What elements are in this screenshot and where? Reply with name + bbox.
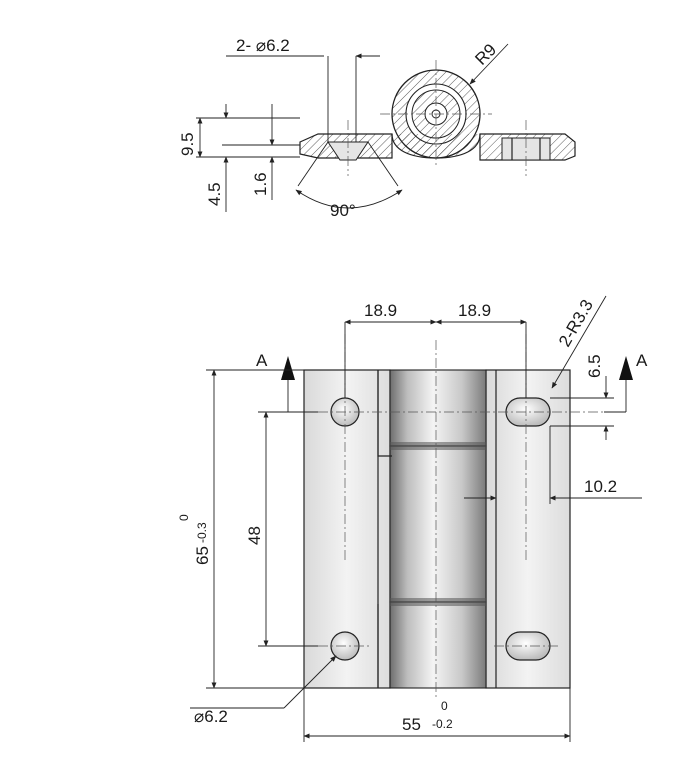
plan-view: 18.9 18.9 2-R3.3 6.5 A A 10.2 48 [177,295,648,742]
height-tol-lower: -0.3 [195,522,209,543]
hinge-barrel-top [389,369,487,447]
slot-width-label: 10.2 [584,477,617,496]
section-dim-4-5: 4.5 [205,182,224,206]
dim-left-offset: 18.9 [364,301,397,320]
width-value: 55 [402,715,421,734]
hinge-barrel-middle [389,445,487,603]
section-dim-1-6: 1.6 [251,172,270,196]
dim-right-offset: 18.9 [458,301,491,320]
section-marker-left: A [256,351,268,370]
width-tol-lower: -0.2 [432,717,453,731]
section-dim-9-5: 9.5 [178,132,197,156]
section-view: 2- ⌀6.2 R9 9.5 4.5 1.6 90° [178,36,576,220]
height-value: 65 [193,546,212,565]
height-tol-upper: 0 [177,514,191,521]
hole-dia-label: ⌀6.2 [194,707,228,726]
hole-spacing-label: 48 [245,526,264,545]
hinge-barrel-bottom [389,601,487,689]
section-radius-label: R9 [471,40,500,69]
section-marker-right: A [636,351,648,370]
slot-radius-label: 2-R3.3 [555,296,597,350]
section-hole-callout: 2- ⌀6.2 [236,36,290,55]
section-angle-label: 90° [330,201,356,220]
width-tol-upper: 0 [441,699,448,713]
slot-height-label: 6.5 [585,354,604,378]
